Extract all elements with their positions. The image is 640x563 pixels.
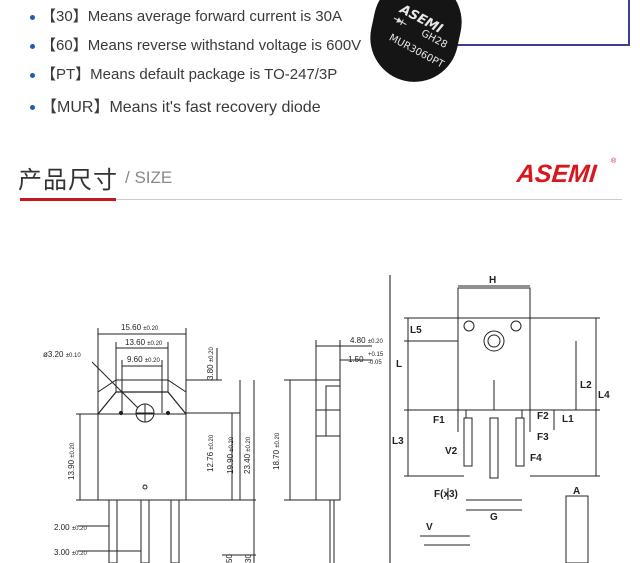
feature-item: 【PT】Means default package is TO-247/3P bbox=[30, 63, 337, 84]
label-H: H bbox=[489, 275, 496, 286]
dim-side-tol-plus: +0.15 bbox=[368, 352, 384, 358]
dim-total-body: 19.90 ±0.20 bbox=[226, 436, 235, 474]
dim-hole-diameter: ø3.20 ±0.10 bbox=[43, 350, 81, 359]
label-A: A bbox=[573, 486, 580, 497]
label-L5: L5 bbox=[410, 325, 422, 336]
section-title-zh: 产品尺寸 bbox=[18, 167, 118, 194]
bullet-dot-icon bbox=[30, 14, 35, 20]
label-F3: F3 bbox=[537, 432, 549, 443]
label-L1: L1 bbox=[562, 414, 574, 425]
label-L3: L3 bbox=[392, 436, 404, 447]
feature-code: 【30】 bbox=[41, 8, 88, 25]
label-L: L bbox=[396, 359, 402, 370]
dim-width-outer: 15.60 ±0.20 bbox=[121, 323, 159, 332]
label-V: V bbox=[426, 522, 433, 533]
dim-tab-height: 3.80 ±0.20 bbox=[206, 347, 215, 380]
feature-text: Means reverse withstand voltage is 600V bbox=[87, 37, 362, 54]
dim-lead-length-2: 30 bbox=[244, 554, 253, 563]
section-title-size: SIZE bbox=[134, 168, 173, 187]
label-L2: L2 bbox=[580, 380, 592, 391]
dim-side-tab-thickness: 1.50 bbox=[348, 355, 364, 364]
dim-width-tab: 13.60 ±0.20 bbox=[125, 338, 163, 347]
dim-side-height: 18.70 ±0.20 bbox=[272, 432, 281, 470]
feature-item: 【60】Means reverse withstand voltage is 6… bbox=[30, 34, 361, 55]
section-title-en: / SIZE bbox=[125, 168, 172, 188]
dim-width-inner: 9.60 ±0.20 bbox=[127, 355, 160, 364]
label-G: G bbox=[490, 512, 498, 523]
bullet-dot-icon bbox=[30, 43, 35, 49]
feature-text: Means default package is TO-247/3P bbox=[90, 66, 338, 83]
label-F1: F1 bbox=[433, 415, 445, 426]
dim-hole-to-base: 12.76 ±0.20 bbox=[206, 434, 215, 472]
label-F4: F4 bbox=[530, 453, 542, 464]
dim-lead-pitch: 3.00 ±0.20 bbox=[54, 548, 87, 557]
section-divider bbox=[20, 199, 622, 200]
label-Fx3: F(x3) bbox=[434, 489, 458, 500]
feature-text: Means it's fast recovery diode bbox=[109, 99, 321, 116]
section-accent-bar bbox=[20, 198, 116, 201]
side-body-outline bbox=[315, 379, 341, 501]
bullet-dot-icon bbox=[30, 72, 35, 78]
label-V2: V2 bbox=[445, 446, 458, 457]
dim-lead-length-1: 50 bbox=[225, 554, 234, 563]
label-L4: L4 bbox=[598, 390, 610, 401]
feature-item: 【MUR】Means it's fast recovery diode bbox=[30, 93, 321, 117]
feature-code: 【60】 bbox=[41, 37, 88, 54]
label-F2: F2 bbox=[537, 411, 549, 422]
front-body-outline bbox=[97, 413, 187, 501]
section-title-separator: / bbox=[125, 168, 130, 187]
dim-body-height: 13.90 ±0.20 bbox=[67, 442, 76, 480]
feature-code: 【PT】 bbox=[41, 66, 91, 83]
dim-lead-width: 2.00 ±0.20 bbox=[54, 523, 87, 532]
dim-side-tol-minus: -0.05 bbox=[368, 360, 382, 366]
brand-registered-mark: ® bbox=[611, 158, 617, 165]
bullet-dot-icon bbox=[30, 105, 35, 111]
feature-text: Means average forward current is 30A bbox=[87, 8, 342, 25]
dim-total-height: 23.40 ±0.20 bbox=[243, 436, 252, 474]
product-photo-frame bbox=[448, 0, 630, 46]
feature-code: 【MUR】 bbox=[41, 99, 110, 116]
dim-side-thickness: 4.80 ±0.20 bbox=[350, 336, 383, 345]
feature-item: 【30】Means average forward current is 30A bbox=[30, 5, 342, 26]
